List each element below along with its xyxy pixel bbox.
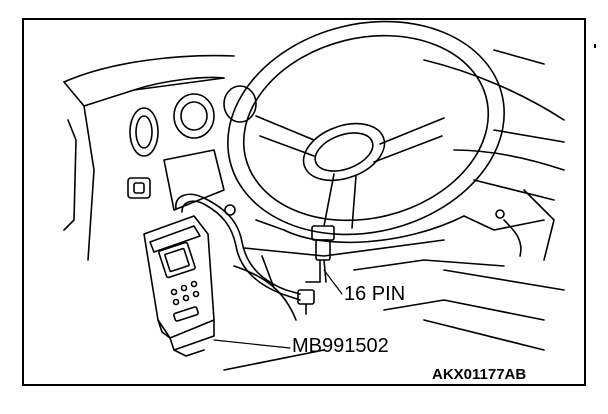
dashboard-outline xyxy=(63,49,565,261)
floor-lines xyxy=(223,259,565,371)
diagnostic-connector-icon xyxy=(297,225,335,315)
figure-id-label: AKX01177AB xyxy=(432,366,527,383)
edge-mark xyxy=(594,44,596,48)
steering-wheel-icon xyxy=(227,20,505,236)
steering-column xyxy=(243,189,555,289)
figure-frame: 16 PIN MB991502 AKX01177AB xyxy=(22,18,586,386)
dashboard-illustration xyxy=(63,20,565,371)
leader-lines xyxy=(213,269,343,349)
tool-callout-label: MB991502 xyxy=(292,335,389,357)
scan-tool-icon xyxy=(143,215,215,357)
cable-icon xyxy=(175,193,321,301)
left-vent-cluster xyxy=(63,85,257,231)
connector-callout-label: 16 PIN xyxy=(344,283,406,305)
